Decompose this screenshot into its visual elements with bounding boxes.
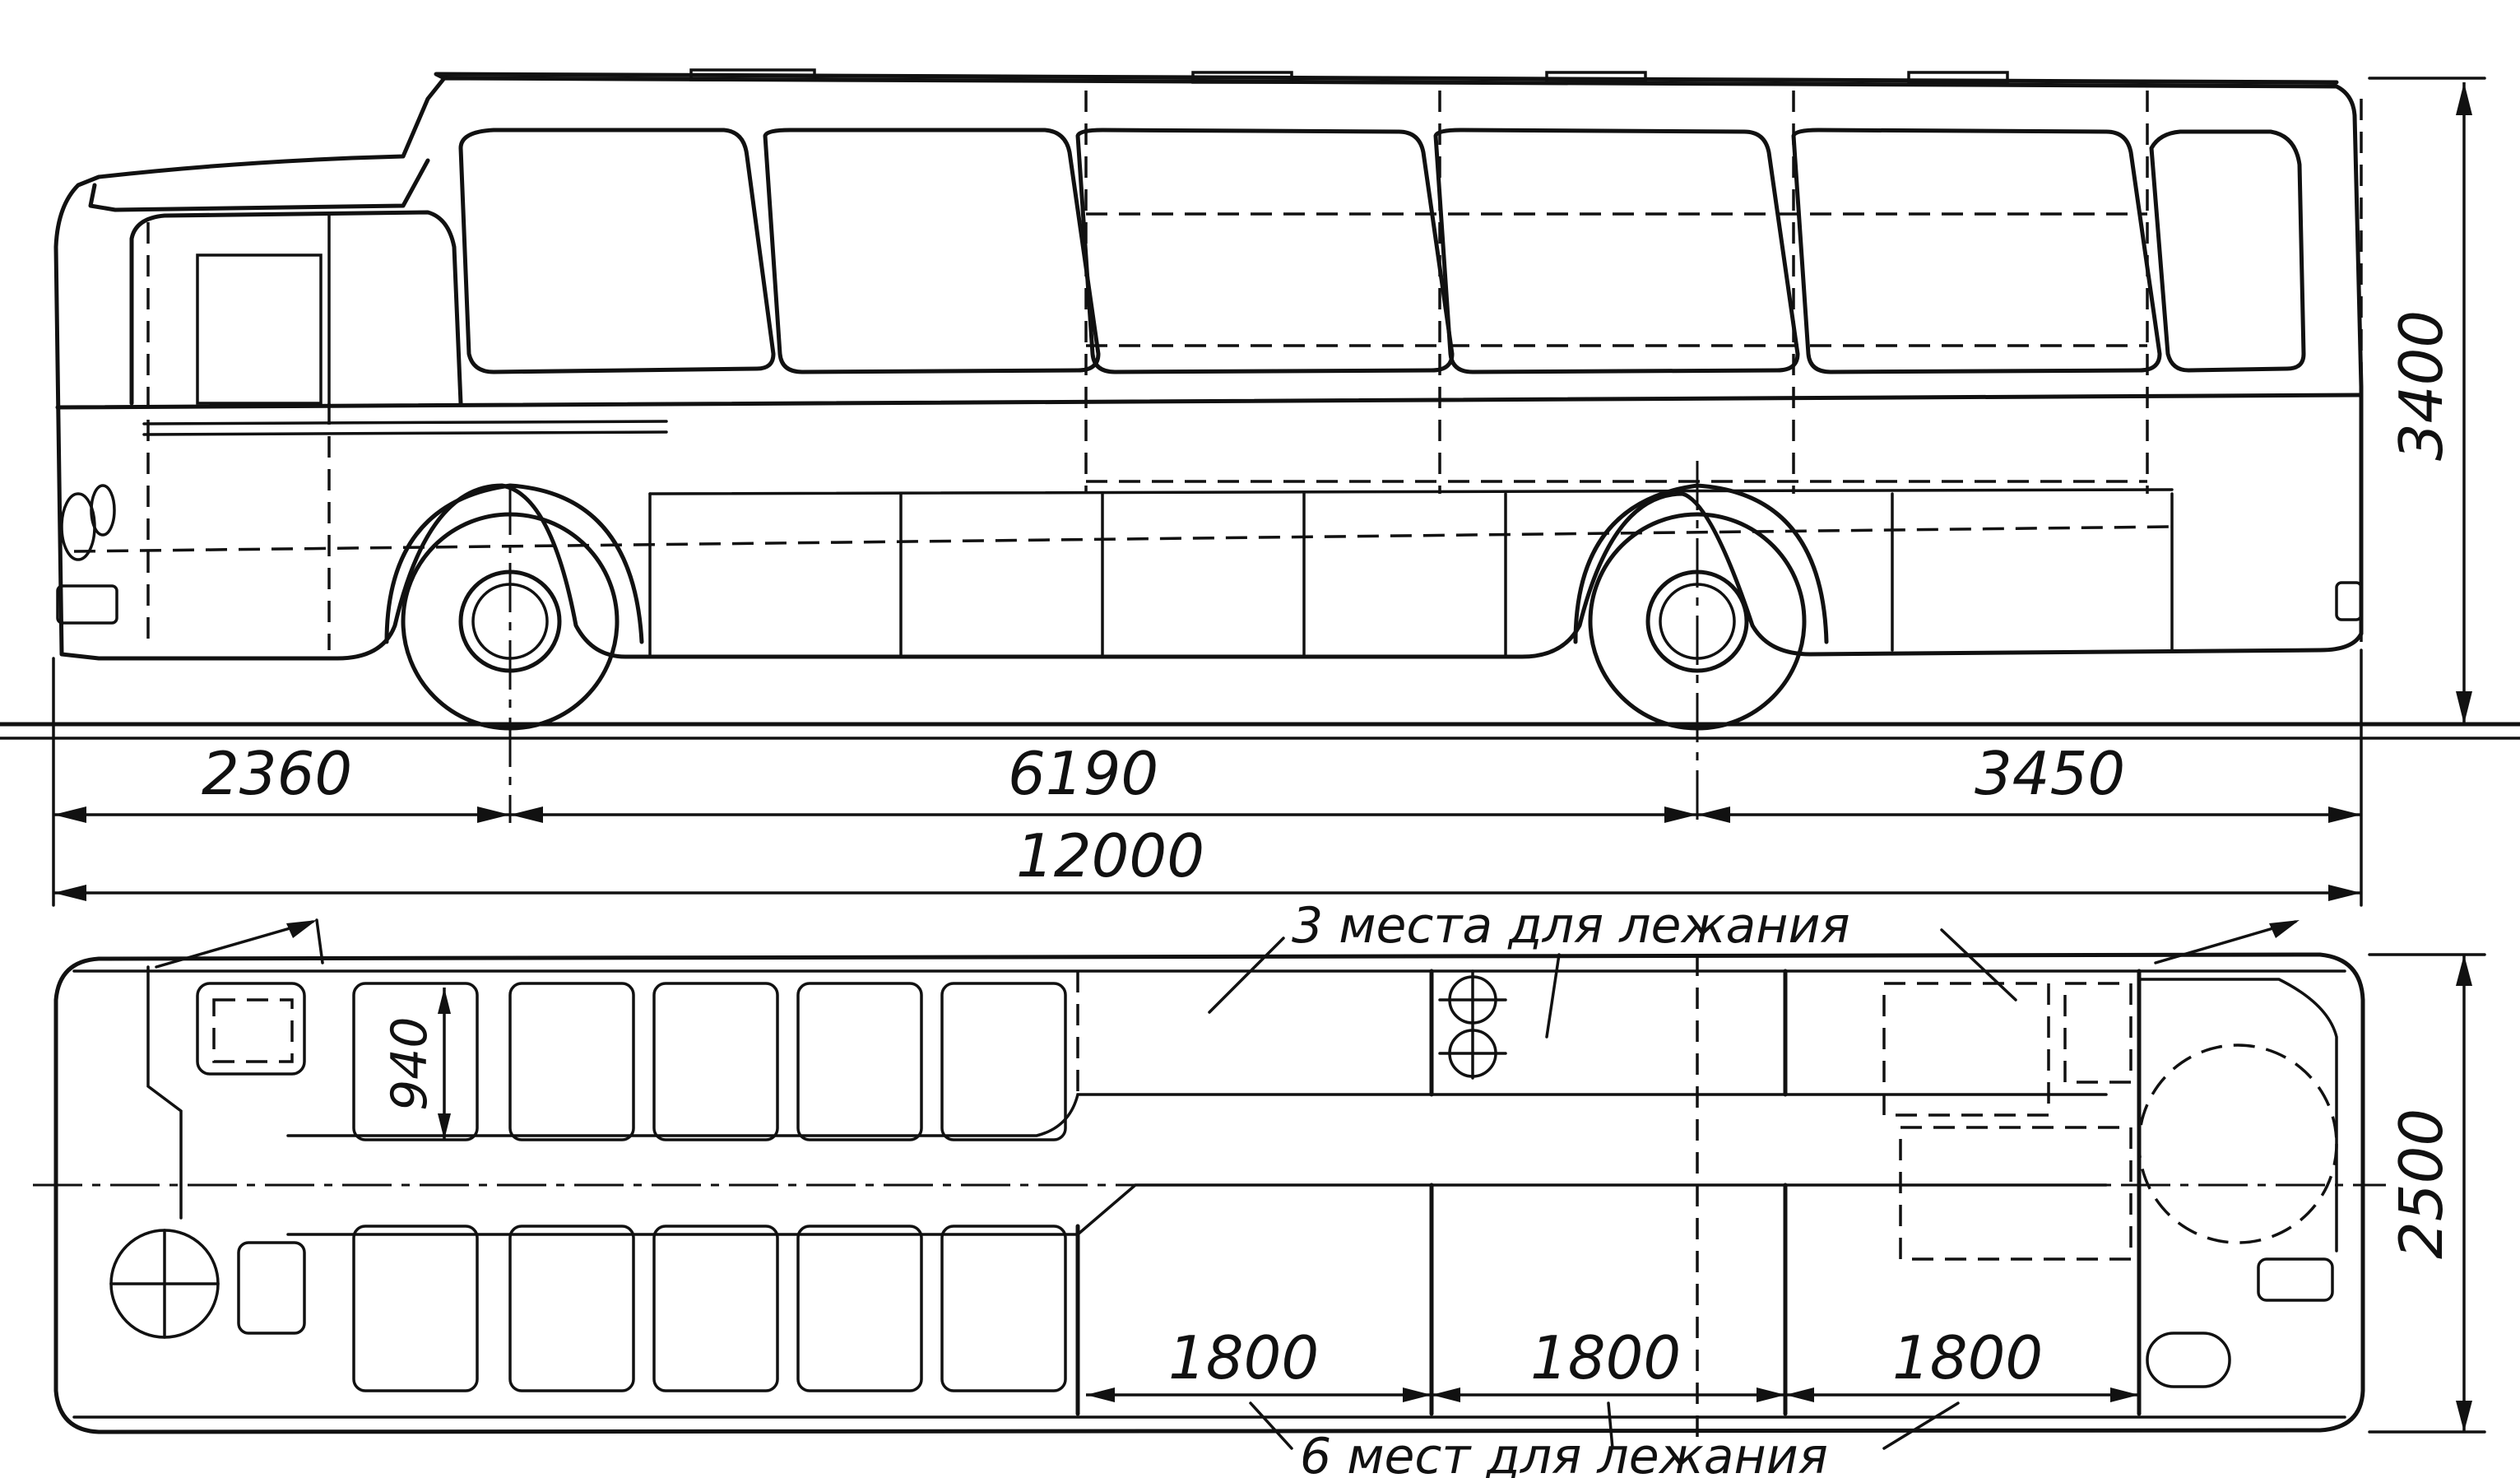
front-wheel [384,483,644,731]
leader-lower-3 [1882,1401,1960,1450]
rear-bumper [2335,581,2363,621]
window-4 [1433,128,1800,374]
roof-hatch-3 [1545,71,1647,84]
side-view: 3400 [0,68,2520,823]
wheelbase-label: 6190 [1008,739,1158,808]
codriver-seat [237,1241,306,1335]
hidden-floor [73,525,2173,553]
berth-arrow-2 [1403,1387,1432,1402]
door-swing-line [155,920,314,969]
seat-row-left [352,982,1067,1141]
arrow-a2 [477,806,510,823]
arrow-b1 [53,885,86,901]
rear-overhang-label: 3450 [1975,739,2125,808]
berth-1-label: 1800 [1168,1323,1319,1392]
rear-washbasin [2146,1332,2231,1388]
berth-3-label: 1800 [1892,1323,2043,1392]
berth-2-label: 1800 [1530,1323,1681,1392]
seat-r2 [508,1225,635,1392]
total-length-label: 12000 [1016,821,1204,890]
headlight-2 [90,484,116,537]
window-6 [2149,129,2306,373]
seat-l1 [352,982,479,1141]
rear-wheel [1573,483,1829,731]
aisle-left [286,1093,2108,1137]
width-label: 2500 [2387,1108,2456,1259]
berth-arrow-3 [1432,1387,1460,1402]
seat-spacing-label: 940 [381,1016,439,1111]
berth-arrow-4 [1757,1387,1785,1402]
height-arrow-bottom [2456,691,2472,724]
rear-berth-hidden [1899,1126,2132,1261]
width-arrow-bottom [2456,1401,2472,1432]
roof-line [434,72,2339,85]
roof-hatch-2 [1191,71,1293,84]
seat-r1 [352,1225,479,1392]
door-leaf [315,918,324,964]
height-label: 3400 [2387,310,2456,461]
arrow-b2 [2328,885,2361,901]
window-3 [1075,128,1455,374]
seat-spacing-arrow-top [438,988,451,1014]
rear-cabinet-hidden [2063,982,2132,1084]
width-arrow-top [2456,955,2472,986]
length-dimensions: 2360 6190 3450 12000 [52,648,2363,907]
lower-berths-annotation: 6 мест для лежания [1300,1428,1828,1478]
bus-body-outline [53,76,2364,661]
seat-l3 [652,982,779,1141]
seat-r4 [796,1225,923,1392]
rear-door-arrow [2269,920,2300,938]
window-1 [458,128,776,374]
arrow-a4 [1664,806,1697,823]
rear-table-hidden [1882,982,2050,1117]
height-arrow-top [2456,82,2472,115]
driver-seat [196,982,306,1076]
berth-arrow-6 [2110,1387,2139,1402]
belt-line [55,393,2362,410]
leader-lower-2 [1607,1401,1614,1450]
seat-r5 [940,1225,1067,1392]
berth-arrow-1 [1086,1387,1115,1402]
seat-r3 [652,1225,779,1392]
front-overhang-label: 2360 [202,739,352,808]
rear-step [2257,1257,2334,1302]
side-trim [142,420,668,425]
arrow-a3 [510,806,543,823]
aisle-right [286,1183,2108,1236]
driver-seat-hidden [212,998,294,1063]
leader-upper-2 [1545,953,1561,1039]
leader-upper-3 [1940,928,2017,1002]
headlight [60,492,96,561]
window-2 [763,128,1101,374]
luggage-top-line [648,488,2174,495]
front-bumper [56,584,118,625]
rear-hatch-hidden [2137,1043,2338,1244]
roof-hatch-1 [689,68,816,81]
window-5 [1791,128,2162,374]
front-step [146,965,183,1220]
rear-wall [2137,978,2338,1253]
plan-view: 940 1800 1800 1800 [33,897,2486,1478]
front-door-window [196,253,323,405]
seat-l5 [940,982,1067,1141]
arrow-a1 [53,806,86,823]
leader-lower-1 [1249,1401,1293,1450]
seat-l2 [508,982,635,1141]
berth-arrow-5 [1785,1387,1814,1402]
seat-spacing-arrow-bottom [438,1113,451,1140]
roof-hatch-4 [1907,71,2009,84]
upper-berths-annotation: 3 места для лежания [1292,897,1850,955]
front-windshield [129,210,463,406]
seat-row-right [352,1225,1067,1392]
arrow-a6 [2328,806,2361,823]
door-swing-arrow [286,920,317,938]
side-trim-2 [142,430,668,436]
front-cab-roof [88,158,430,212]
arrow-a5 [1697,806,1730,823]
seat-l4 [796,982,923,1141]
plan-body-outline [53,952,2365,1434]
leader-upper-1 [1208,937,1285,1014]
